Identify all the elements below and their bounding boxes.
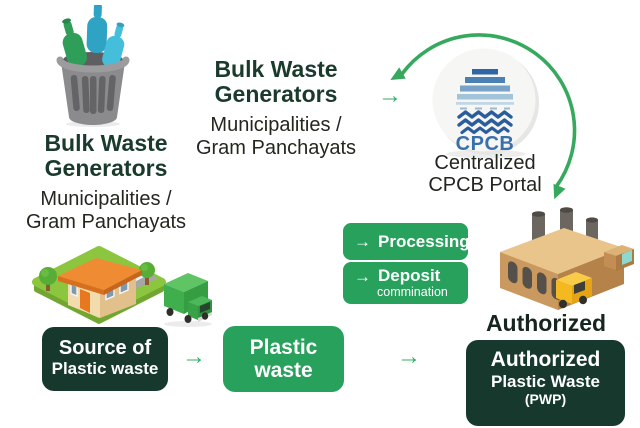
source-box-line1: Source of — [58, 337, 152, 359]
factory-icon — [500, 207, 634, 310]
left-generator-subtitle-line1: Municipalities / — [40, 188, 172, 210]
plastic-waste-line1: Plastic — [249, 336, 318, 359]
left-generator-title-line1: Bulk Waste — [44, 130, 168, 156]
authorized-box: Authorized Plastic Waste (PWP) — [466, 340, 625, 426]
plastic-waste-box: Plastic waste — [223, 326, 344, 392]
deposit-sublabel: commination — [377, 285, 448, 299]
plastic-waste-line2: waste — [254, 359, 313, 382]
processing-tag: → Processing — [343, 223, 470, 260]
authorized-heading: Authorized — [485, 310, 607, 336]
left-generator-subtitle-line2: Gram Panchayats — [25, 211, 187, 233]
cpcb-logo-icon: CPCB — [432, 48, 539, 158]
trash-bin-with-bottles-icon — [56, 5, 130, 127]
center-generator-block: Bulk Waste Generators Municipalities / G… — [180, 57, 372, 160]
portal-label-line2: CPCB Portal — [428, 174, 542, 196]
authorized-box-line3: (PWP) — [524, 391, 567, 407]
yellow-truck-icon — [556, 272, 592, 309]
arrow-plastic-to-authorized-icon: → — [397, 343, 421, 370]
center-generator-title-line2: Generators — [214, 81, 338, 107]
deposit-label: Deposit — [378, 266, 441, 285]
center-generator-title-line1: Bulk Waste — [214, 56, 338, 82]
deposit-arrow-icon: → — [354, 266, 371, 286]
center-generator-subtitle-line2: Gram Panchayats — [195, 137, 357, 159]
tree-icon — [139, 262, 155, 285]
authorized-box-line1: Authorized — [490, 348, 601, 371]
arrow-generators-to-portal-icon: → — [378, 82, 402, 109]
authorized-box-line2: Plastic Waste — [491, 372, 600, 391]
portal-label-line1: Centralized — [434, 152, 536, 174]
center-generator-subtitle-line1: Municipalities / — [210, 114, 342, 136]
arrow-source-to-plastic-icon: → — [182, 343, 206, 370]
green-truck-icon — [164, 273, 212, 327]
source-box-line2: Plastic waste — [51, 359, 159, 378]
deposit-tag: → Deposit commination — [343, 262, 468, 304]
left-generator-block: Bulk Waste Generators Municipalities / G… — [6, 131, 206, 234]
portal-label: Centralized CPCB Portal — [406, 152, 564, 196]
source-box: Source of Plastic waste — [42, 327, 168, 391]
house-icon — [32, 246, 166, 324]
processing-arrow-icon: → — [354, 232, 371, 251]
tree-icon — [39, 267, 57, 291]
left-generator-title-line2: Generators — [44, 155, 168, 181]
processing-label: Processing — [378, 231, 470, 251]
